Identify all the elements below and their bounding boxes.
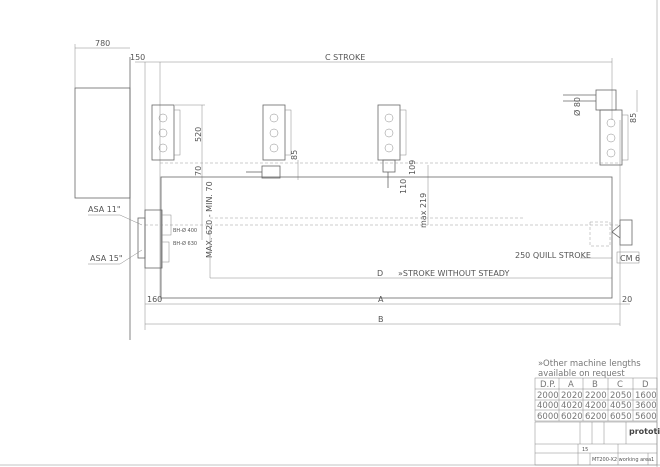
header-a: A [568, 380, 574, 390]
table-cell: 2200 [585, 391, 607, 401]
cm6-box [616, 251, 640, 264]
table-row: 6000 6020 6200 6050 5600 [537, 412, 657, 422]
table-row: 4000 4020 4200 4050 3600 [537, 401, 657, 411]
label-bh-630: BH-Ø 630 [173, 240, 197, 247]
turret-head-4 [563, 89, 629, 166]
drawing-title: MT200-X2 working area [592, 457, 651, 463]
note-line-1: »Other machine lengths [538, 359, 641, 369]
header-b: B [592, 380, 598, 390]
dim-85-a: 85 [290, 150, 299, 160]
table-row: 2000 2020 2200 2050 1600 [537, 391, 657, 401]
tailstock [589, 219, 633, 247]
table-cell: 4050 [610, 401, 632, 411]
label-bh-400: BH-Ø 400 [173, 227, 197, 234]
headstock-wall [74, 87, 131, 199]
scale-value: 15 [582, 447, 588, 453]
table-cell: 1600 [635, 391, 657, 401]
driven-tool [261, 165, 281, 179]
dim-stroke-without-steady: »STROKE WITHOUT STEADY [398, 269, 510, 278]
dimension-table: D.P. A B C D 2000 2020 2200 2050 1600 40… [534, 377, 658, 422]
turret-head-3 [377, 104, 407, 188]
title-block: prototipo 15 MT200-X2 working area 1 [534, 421, 660, 466]
table-cell: 5600 [635, 412, 657, 422]
header-d: D [642, 380, 649, 390]
dim-max-219: max 219 [419, 193, 428, 228]
dim-b: B [378, 315, 384, 324]
table-cell: 2000 [537, 391, 559, 401]
turret-head-2 [246, 104, 292, 179]
header-c: C [617, 380, 623, 390]
label-cm6: CM 6 [620, 254, 640, 263]
table-cell: 2020 [561, 391, 583, 401]
dim-150: 150 [130, 53, 145, 62]
dim-110: 110 [399, 179, 408, 194]
dim-70: 70 [194, 166, 203, 176]
brand-logo: prototipo [629, 427, 660, 436]
table-header: D.P. A B C D [540, 380, 649, 390]
dim-85-b: 85 [629, 113, 638, 123]
dim-20: 20 [622, 295, 632, 304]
dim-dia-80: Ø 80 [572, 97, 582, 116]
table-cell: 6020 [561, 412, 583, 422]
dim-109: 109 [408, 160, 417, 175]
label-asa-15: ASA 15" [90, 254, 123, 263]
table-cell: 3600 [635, 401, 657, 411]
table-cell: 4000 [537, 401, 559, 411]
table-cell: 2050 [610, 391, 632, 401]
label-asa-11: ASA 11" [88, 205, 121, 214]
working-area-frame [160, 176, 613, 299]
chuck [137, 209, 172, 269]
dim-max-min: MAX. 620 - MIN. 70 [205, 181, 214, 258]
dim-520: 520 [194, 127, 203, 142]
label-quill-stroke: 250 QUILL STROKE [515, 251, 591, 260]
note-line-2: available on request [538, 369, 625, 379]
sheet-number: 1 [651, 457, 654, 463]
dim-160: 160 [147, 295, 162, 304]
table-cell: 4200 [585, 401, 607, 411]
dim-d: D [377, 269, 383, 278]
dim-a: A [378, 295, 384, 304]
turret-head-1 [151, 104, 181, 161]
table-cell: 4020 [561, 401, 583, 411]
table-cell: 6000 [537, 412, 559, 422]
table-cell: 6200 [585, 412, 607, 422]
dim-c-stroke: C STROKE [325, 53, 365, 62]
dim-780: 780 [95, 39, 110, 48]
table-cell: 6050 [610, 412, 632, 422]
header-dp: D.P. [540, 380, 556, 390]
